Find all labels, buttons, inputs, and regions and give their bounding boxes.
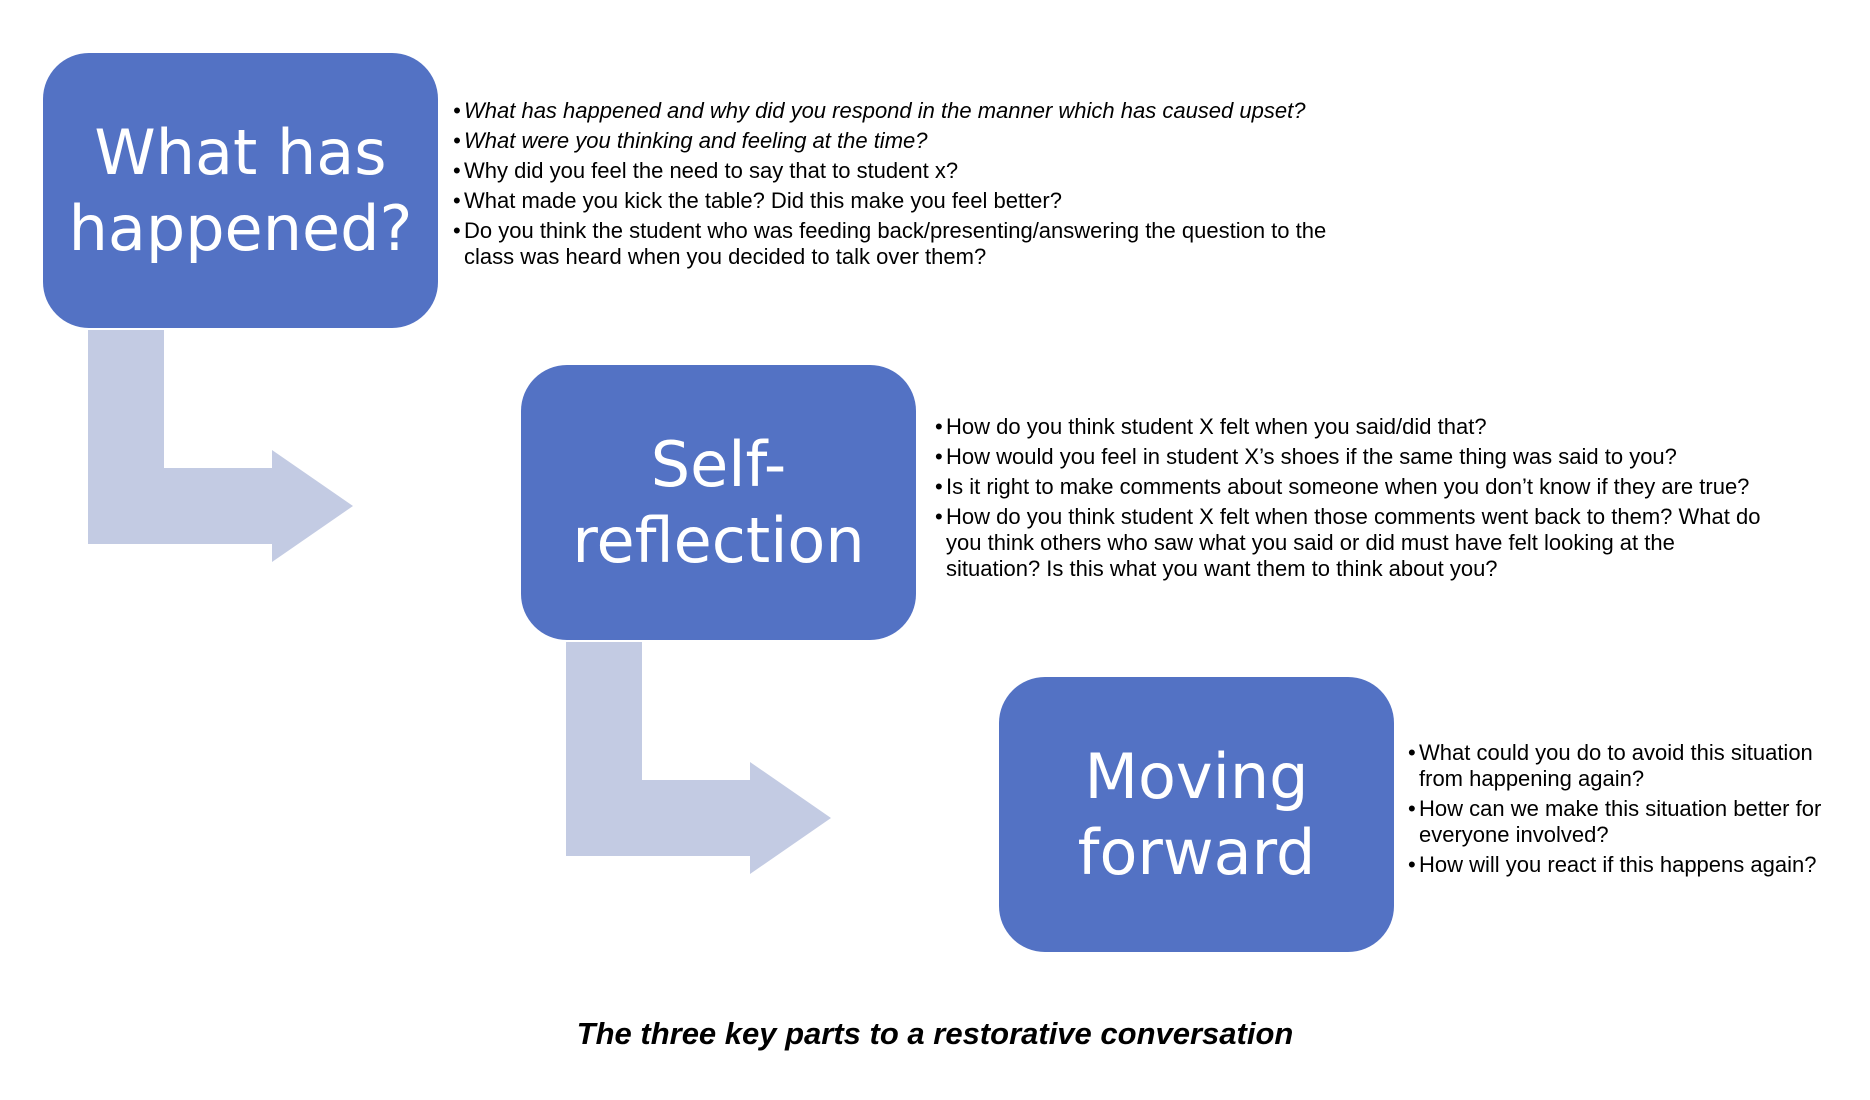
step-box-moving-forward: Moving forward: [999, 677, 1394, 952]
list-item: What has happened and why did you respon…: [453, 98, 1333, 124]
list-item: What made you kick the table? Did this m…: [453, 188, 1333, 214]
list-item: Do you think the student who was feeding…: [453, 218, 1333, 270]
question-list-self-reflection: How do you think student X felt when you…: [935, 414, 1775, 586]
step-box-self-reflection: Self- reflection: [521, 365, 916, 640]
step-title: What has happened?: [68, 115, 413, 265]
list-item: How do you think student X felt when you…: [935, 414, 1775, 440]
diagram-caption: The three key parts to a restorative con…: [576, 1016, 1294, 1051]
question-list-what-has-happened: What has happened and why did you respon…: [453, 98, 1333, 274]
step-title: Self- reflection: [572, 427, 865, 577]
bent-arrow-1-to-2: [88, 330, 353, 562]
list-item: How would you feel in student X’s shoes …: [935, 444, 1775, 470]
step-title: Moving forward: [1077, 739, 1316, 889]
list-item: Why did you feel the need to say that to…: [453, 158, 1333, 184]
list-item: Is it right to make comments about someo…: [935, 474, 1775, 500]
list-item: What were you thinking and feeling at th…: [453, 128, 1333, 154]
step-box-what-has-happened: What has happened?: [43, 53, 438, 328]
bent-arrow-2-to-3: [566, 642, 831, 874]
list-item: How do you think student X felt when tho…: [935, 504, 1775, 582]
list-item: How can we make this situation better fo…: [1408, 796, 1833, 848]
question-list-moving-forward: What could you do to avoid this situatio…: [1408, 740, 1833, 882]
list-item: What could you do to avoid this situatio…: [1408, 740, 1833, 792]
list-item: How will you react if this happens again…: [1408, 852, 1833, 878]
